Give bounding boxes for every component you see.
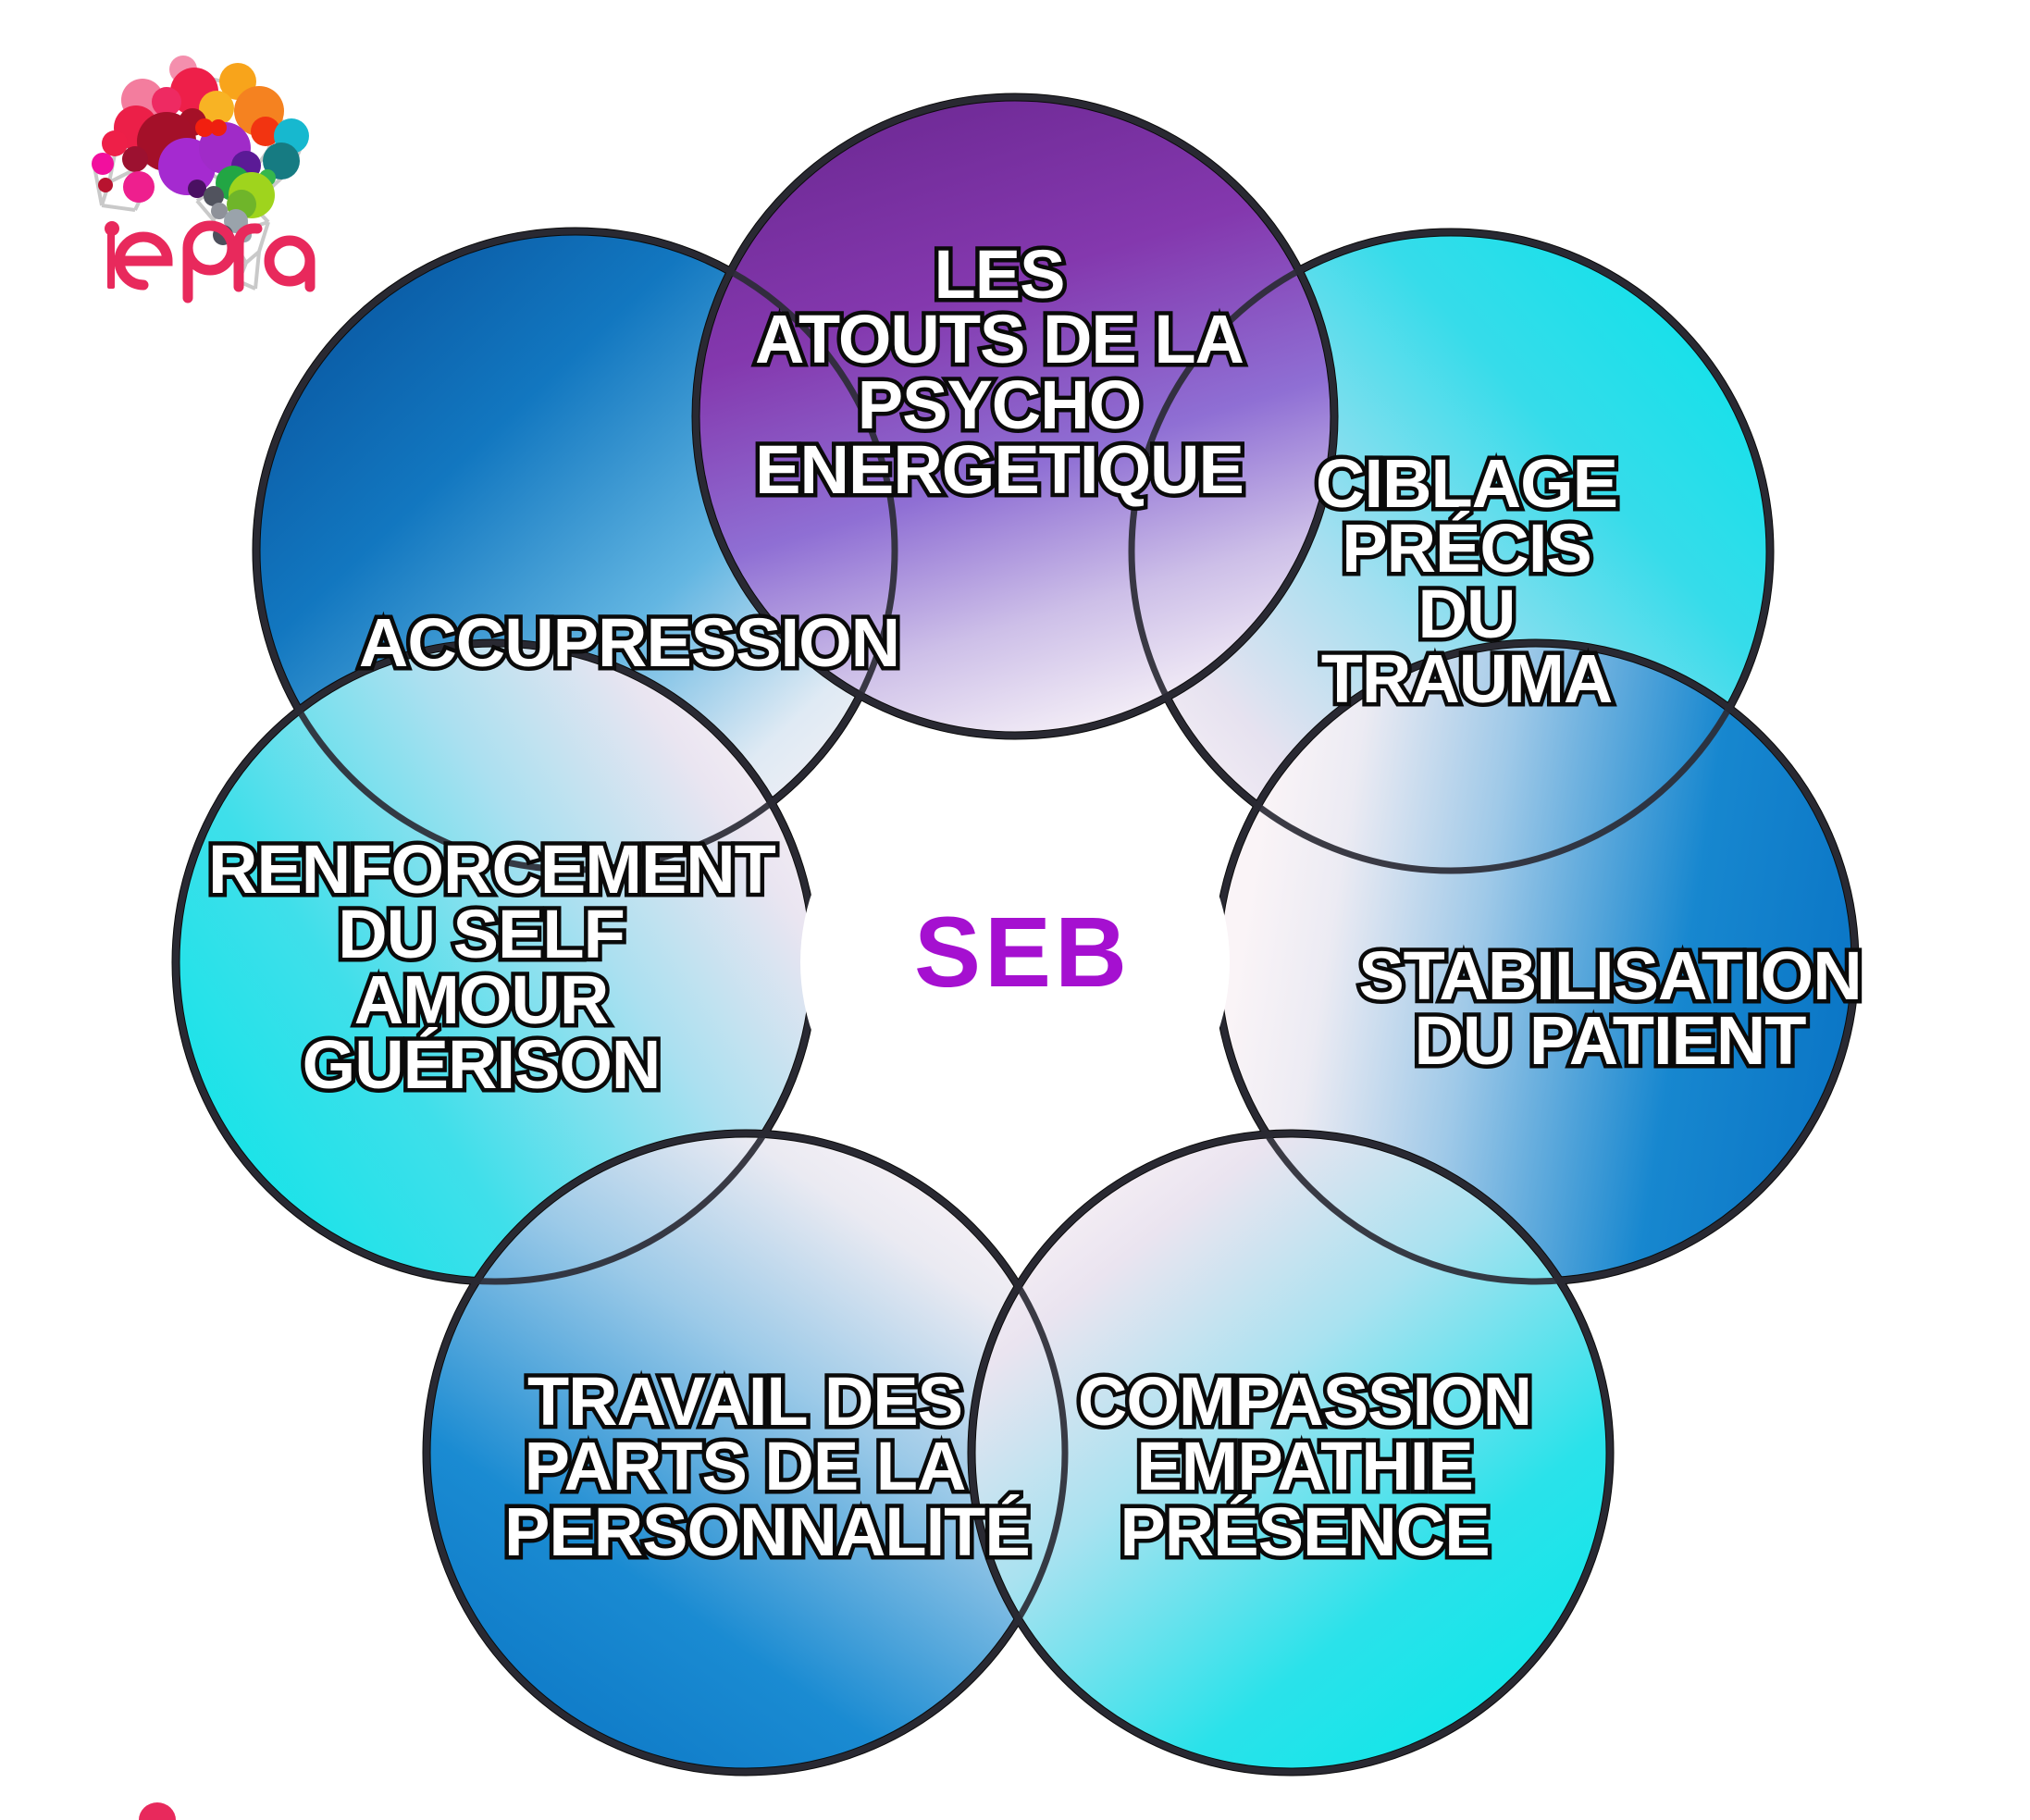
iepra-logo-graphic [92, 56, 316, 303]
iepra-logo [54, 20, 368, 335]
bottom-pink-accent [139, 1802, 176, 1820]
center-label-seb: SEB [913, 896, 1132, 1008]
